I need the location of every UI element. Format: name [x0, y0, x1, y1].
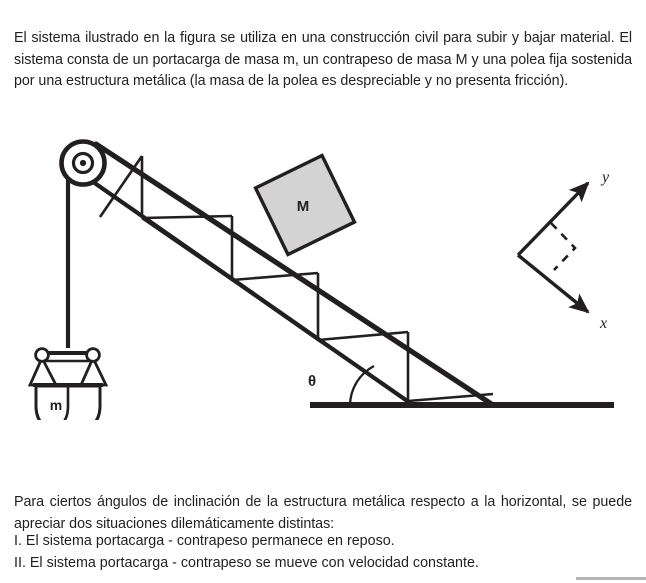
counterweight-label: M	[297, 198, 310, 215]
truss-diagonal-3	[141, 216, 233, 282]
truss-diagonal-1	[98, 155, 144, 218]
truss-diagonal-5	[231, 278, 319, 342]
truss-diagonal-2	[141, 214, 233, 220]
coordinate-axes: y x	[516, 169, 610, 332]
basket-ring-left	[34, 347, 50, 363]
pulley-axle-dot	[79, 159, 87, 167]
physics-figure: θ M	[0, 120, 646, 434]
axis-x-arrow	[516, 253, 590, 314]
intro-paragraph: El sistema ilustrado en la figura se uti…	[14, 30, 632, 90]
case-item-2: II. El sistema portacarga - contrapeso s…	[14, 554, 479, 571]
fixed-pulley	[59, 139, 107, 187]
setup-paragraph: Para ciertos ángulos de inclinación de l…	[14, 494, 632, 532]
truss-diagonal-7	[317, 338, 409, 403]
angle-arc	[348, 364, 375, 406]
truss-diagonal-6	[317, 330, 409, 342]
figure-svg: θ M	[27, 139, 614, 434]
basket-yoke-right	[78, 354, 109, 387]
truss-diagonal-4	[231, 271, 319, 282]
axis-y-label: y	[600, 169, 610, 186]
case-item-1: I. El sistema portacarga - contrapeso pe…	[14, 533, 395, 549]
page-edge-artifact	[576, 577, 646, 580]
case-list: I. El sistema portacarga - contrapeso pe…	[14, 531, 632, 574]
counterweight-block	[253, 153, 357, 257]
load-carrier-label: m	[50, 397, 62, 413]
counterweight-body	[253, 153, 357, 257]
angle-label: θ	[308, 373, 316, 390]
basket-ring-right	[85, 347, 101, 363]
truss-diagonal-8	[407, 392, 494, 403]
basket-yoke-left	[27, 354, 59, 387]
metal-truss-structure	[73, 141, 496, 408]
load-carrier-basket: m	[27, 347, 109, 434]
axis-y-arrow	[516, 181, 590, 257]
axis-x-label: x	[599, 315, 607, 332]
right-angle-marker	[550, 222, 577, 271]
